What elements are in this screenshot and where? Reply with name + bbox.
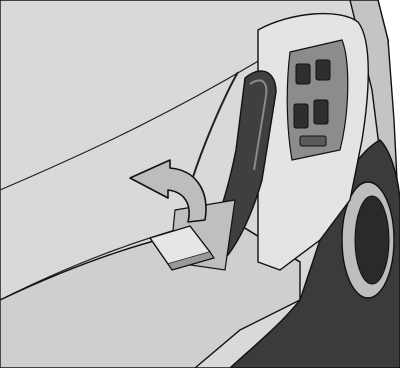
door-speaker-inner [355, 196, 389, 284]
window-switch-front-right[interactable] [316, 60, 330, 80]
window-switch-rear-left[interactable] [294, 104, 308, 128]
window-switch-front-left[interactable] [296, 64, 310, 84]
window-lock-switch[interactable] [300, 136, 326, 146]
window-switch-rear-right[interactable] [314, 100, 328, 124]
